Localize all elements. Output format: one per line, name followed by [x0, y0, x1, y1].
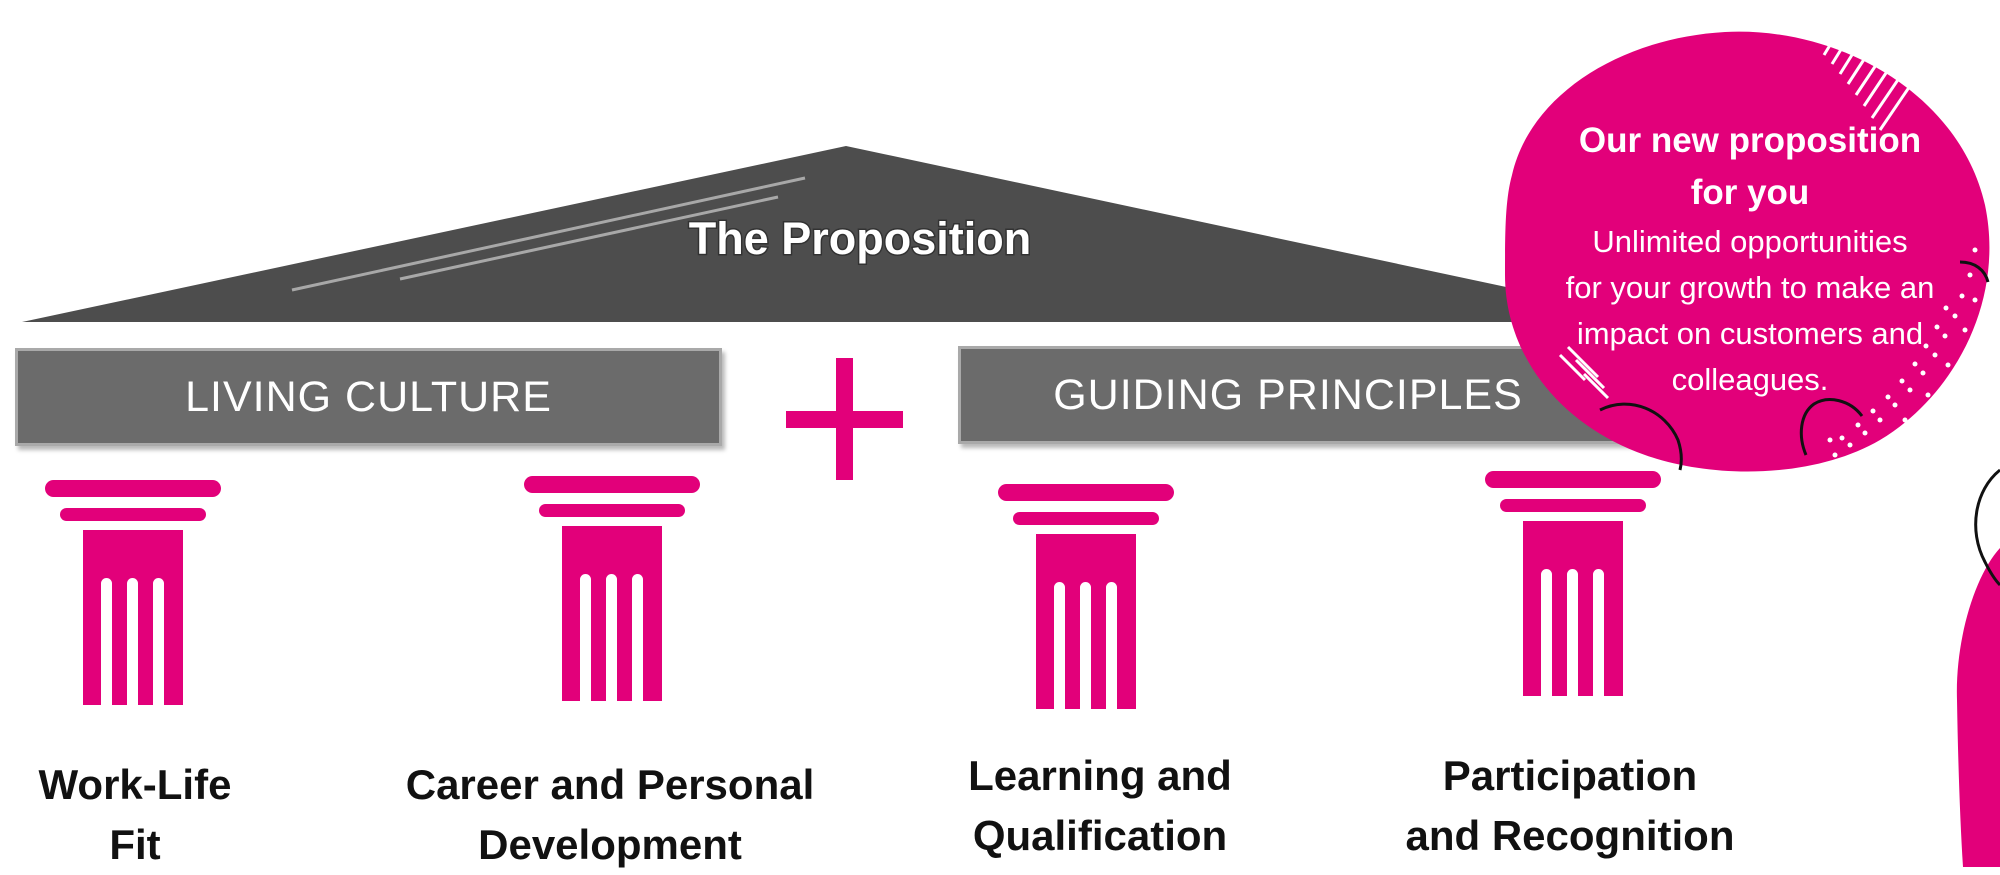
pillar-label-participation: Participation and Recognition: [1405, 752, 1735, 859]
plus-icon: [786, 358, 903, 480]
living-culture-bar: LIVING CULTURE: [15, 348, 722, 446]
proposition-bubble: [1505, 31, 1990, 472]
bubble-body-line2: for your growth to make an: [1565, 270, 1935, 305]
dot-pattern-decoration: [1827, 247, 1978, 458]
bubble-text: Our new proposition for you Unlimited op…: [1530, 115, 1970, 403]
bubble-outline-arc: [1799, 398, 1864, 456]
decorative-outline-curve: [1974, 468, 2000, 587]
pillar-icon-career: [524, 476, 700, 714]
bubble-body-line3: impact on customers and: [1576, 316, 1924, 351]
decorative-magenta-shape: [1956, 548, 2000, 867]
roof-highlight-line: [399, 195, 779, 281]
pillar-icon-participation: [1485, 471, 1661, 709]
pillar-label-learning: Learning and Qualification: [968, 752, 1232, 859]
stripe-pattern-decoration: [1558, 31, 1916, 400]
bubble-title-line1: Our new proposition: [1578, 121, 1922, 160]
roof-highlight-line: [291, 176, 806, 292]
bubble-outline-arc: [1959, 260, 1990, 283]
bubble-outline-arc: [1599, 402, 1683, 471]
bubble-body-line1: Unlimited opportunities: [1592, 224, 1908, 259]
living-culture-label: LIVING CULTURE: [185, 372, 552, 421]
pillar-label-work-life: Work-Life Fit: [38, 761, 232, 868]
pillar-icon-learning: [998, 484, 1174, 722]
bubble-title-line2: for you: [1690, 173, 1810, 212]
bubble-body-line4: colleagues.: [1671, 362, 1829, 397]
roof-shape: [22, 146, 1670, 322]
guiding-principles-label: GUIDING PRINCIPLES: [1053, 370, 1523, 419]
pillar-label-career: Career and Personal Development: [405, 761, 815, 868]
pillar-icon-work-life: [45, 480, 221, 718]
